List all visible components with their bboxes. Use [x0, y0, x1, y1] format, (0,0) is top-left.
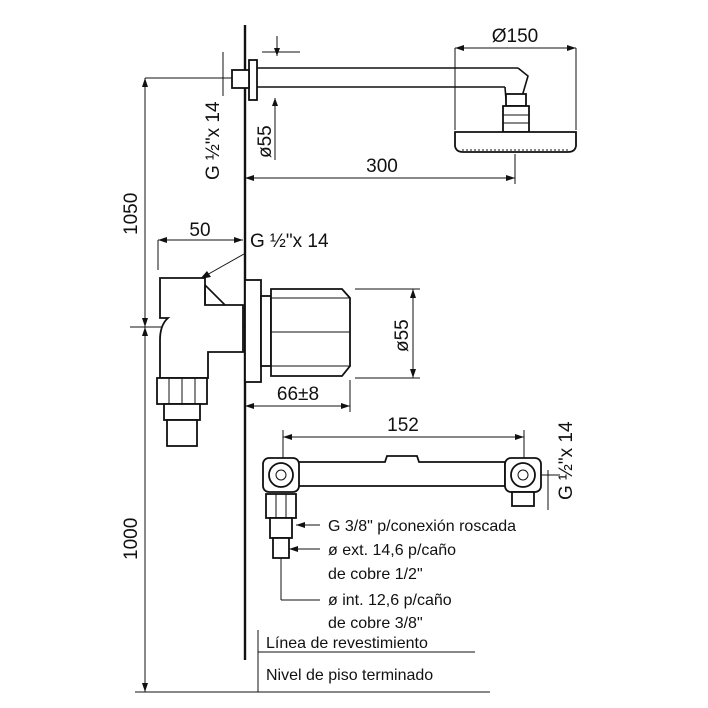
label-side-thread: G ½"x 14 [556, 421, 577, 500]
label-depth: 66±8 [277, 384, 319, 405]
dim-arm-length: 300 [245, 154, 516, 184]
label-arm-length: 300 [366, 156, 398, 177]
note-floor-level: Nivel de piso terminado [266, 667, 433, 684]
dim-heights: 1050 1000 [121, 77, 490, 693]
note-ext-diameter-1: ø ext. 14,6 p/caño [328, 542, 456, 559]
dim-wall-flange: G ½"x 14 [203, 36, 300, 180]
label-valve-diameter: ø55 [392, 319, 413, 352]
dim-depth: 66±8 [245, 380, 351, 412]
label-wall-thread-vertical: G ½"x 14 [203, 101, 224, 180]
lower-connection: 152 G ½"x 14 [262, 415, 577, 600]
label-offset-50: 50 [189, 220, 210, 241]
label-shower-diameter: Ø150 [492, 26, 538, 47]
note-ext-diameter-2: de cobre 1/2" [328, 566, 423, 583]
label-height-upper: 1050 [121, 193, 142, 235]
valve-body: 50 G ½"x 14 [156, 220, 329, 447]
dim-valve-diameter: ø55 [355, 288, 420, 379]
note-thread-connection: G 3/8" p/conexión roscada [328, 518, 516, 535]
label-height-lower: 1000 [121, 518, 142, 560]
note-leaders [257, 522, 475, 692]
valve-cap [244, 279, 351, 383]
shower-arm-assembly [231, 59, 577, 153]
label-arm-diameter: ø55 [255, 125, 276, 158]
label-spacing: 152 [387, 415, 419, 436]
dim-arm-diameter: ø55 [255, 98, 278, 160]
note-int-diameter-2: de cobre 3/8" [328, 615, 423, 632]
dim-shower-diameter: Ø150 [454, 26, 577, 130]
label-inlet-thread: G ½"x 14 [250, 231, 329, 252]
note-cladding-line: Línea de revestimiento [266, 635, 428, 652]
note-int-diameter-1: ø int. 12,6 p/caño [328, 592, 452, 609]
